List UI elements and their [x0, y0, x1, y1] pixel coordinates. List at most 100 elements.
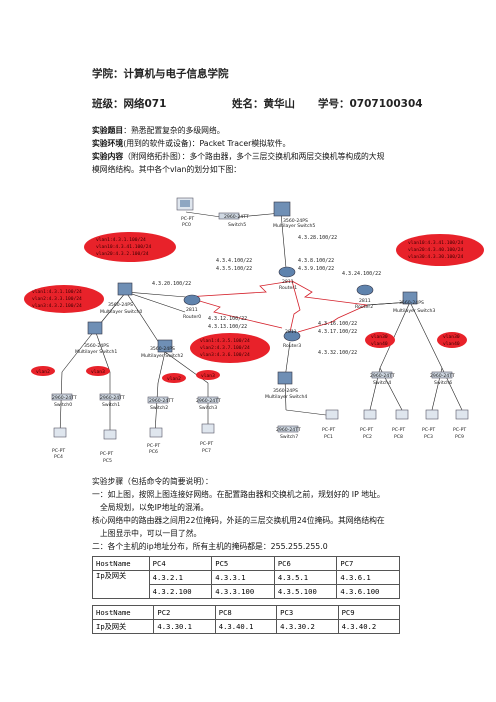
- vlan-tag-switch1: vlan3: [86, 366, 110, 376]
- switch1-name: Switch1: [102, 402, 120, 408]
- switch5-icon[interactable]: 2960-24TT Switch5: [218, 212, 249, 228]
- switch6-icon[interactable]: 2960-24TT Switch6: [430, 371, 455, 386]
- table-cell: 4.3.3.1: [211, 570, 275, 585]
- content-line-2: 模网络结构。其中各个vlan的划分如下图：: [92, 165, 242, 174]
- switch1-icon[interactable]: 2960-24TT Switch1: [99, 393, 125, 408]
- router2-icon[interactable]: 2811 Router2: [355, 284, 374, 310]
- multilayer-switch3-icon[interactable]: 3560-24PS Multilayer Switch3: [393, 291, 435, 314]
- link-label: 4.3.13.100/22: [208, 324, 247, 330]
- mswitch5-model: 3560-24PS: [283, 218, 308, 224]
- step1-line-c: 核心网络中的路由器之间用22位掩码，外延的三层交换机用24位掩码。其网络结构在: [92, 516, 385, 525]
- college-line: 学院：计算机与电子信息学院: [92, 66, 229, 81]
- switch3-icon[interactable]: 2960-24TT Switch3: [196, 396, 221, 411]
- svg-text:vlan3: vlan3: [91, 369, 105, 375]
- multilayer-switch0-icon[interactable]: 3560-24PS Multilayer Switch0: [100, 282, 142, 315]
- mswitch0-name: Multilayer Switch0: [100, 309, 142, 315]
- table-cell: 4.3.40.2: [337, 619, 401, 634]
- link-labels: 4.3.28.100/22 4.3.4.100/22 4.3.5.100/22 …: [152, 235, 381, 356]
- svg-text:vlan2:4.3.7.100/24: vlan2:4.3.7.100/24: [200, 345, 250, 351]
- router3-name: Router3: [283, 343, 301, 349]
- router1-model: 2811: [282, 279, 294, 285]
- pc1-name: PC1: [324, 434, 333, 440]
- switch2-icon[interactable]: 2960-24TT Switch2: [147, 396, 174, 411]
- vlan-bubble-3: vlan1:4.3.5.100/24 vlan2:4.3.7.100/24 vl…: [190, 333, 270, 363]
- switch0-icon[interactable]: 2960-24TT Switch0: [51, 393, 77, 408]
- vlan-bubble-2: vlan1:4.3.1.100/24 vlan2:4.3.3.100/24 vl…: [24, 285, 104, 313]
- step1-line-a: 一：如上图，按照上图连接好网络。在配置路由器和交换机之前，规划好的 IP 地址。: [92, 490, 385, 499]
- pc5-icon[interactable]: PC-PT PC5: [100, 429, 117, 464]
- router0-icon[interactable]: 2811 Router0: [183, 294, 201, 320]
- multilayer-switch4-icon[interactable]: 3560-24PS Multilayer Switch4: [265, 371, 307, 400]
- switch7-icon[interactable]: 2960-24TT Switch7: [276, 425, 301, 440]
- pc0-icon[interactable]: PC-PT PC0: [176, 197, 194, 228]
- pc8-name: PC8: [394, 434, 403, 440]
- pc1-model: PC-PT: [322, 427, 335, 433]
- svg-text:vlan30: vlan30: [371, 334, 388, 340]
- pc5-model: PC-PT: [100, 451, 113, 457]
- pc4-icon[interactable]: PC-PT PC4: [52, 427, 67, 460]
- table-cell: PC6: [273, 556, 338, 571]
- switch3-model: 2960-24TT: [196, 398, 221, 404]
- mswitch1-model: 3560-24PS: [84, 343, 109, 349]
- host-ip-table-1: HostName PC4 PC5 PC6 PC7 Ip及网关 4.3.2.1 4…: [92, 556, 400, 599]
- switch4-icon[interactable]: 2960-24TT Switch4: [370, 371, 395, 386]
- pc4-model: PC-PT: [52, 448, 65, 454]
- pc4-name: PC4: [54, 454, 63, 460]
- pc7-name: PC7: [202, 448, 211, 454]
- table-cell: PC8: [214, 605, 278, 620]
- pc8-icon[interactable]: PC-PT PC8: [392, 409, 409, 440]
- table-row: Ip及网关 4.3.30.1 4.3.40.1 4.3.30.2 4.3.40.…: [91, 619, 401, 634]
- router0-model: 2811: [186, 307, 198, 313]
- link-label: 4.3.4.100/22: [216, 258, 252, 264]
- content-line: 实验内容（附网络拓扑图）：多个路由器，多个三层交换机和两层交换机等构成的大规: [92, 150, 472, 163]
- pc9-icon[interactable]: PC-PT PC9: [453, 409, 469, 440]
- class-value: 网络071: [123, 98, 167, 110]
- svg-text:vlan1:4.3.1.100/24: vlan1:4.3.1.100/24: [96, 237, 146, 243]
- switch4-name: Switch4: [373, 380, 391, 386]
- link-label: 4.3.9.100/22: [298, 266, 334, 272]
- pc1-icon[interactable]: PC-PT PC1: [322, 409, 339, 440]
- switch2-model: 2960-24TT: [149, 398, 174, 404]
- vlan-tag-switch3: vlan3: [196, 370, 220, 380]
- pc2-icon[interactable]: PC-PT PC2: [360, 409, 377, 440]
- table-cell: PC2: [153, 605, 216, 620]
- router3-model: 2811: [285, 329, 297, 335]
- step1-line-d: 上图显示中，可以一目了然。: [100, 529, 202, 538]
- multilayer-switch5-icon[interactable]: 3560-24PS Multilayer Switch5: [273, 201, 315, 229]
- router3-icon[interactable]: 2811 Router3: [283, 329, 301, 349]
- pc6-icon[interactable]: PC-PT PC6: [147, 427, 163, 455]
- env-text: (用到的软件或设备)：Packet Tracer模拟软件。: [123, 139, 291, 148]
- class-label: 班级：: [92, 98, 124, 110]
- pc9-name: PC9: [455, 434, 464, 440]
- pc3-icon[interactable]: PC-PT PC3: [422, 409, 439, 440]
- vlan-bubble-4: vlan10:4.3.41.100/24 vlan20:4.3.40.100/2…: [396, 234, 484, 266]
- mswitch3-model: 3560-24PS: [399, 300, 424, 306]
- router1-icon[interactable]: 2811 Router1: [278, 266, 297, 291]
- table-cell: PC9: [337, 605, 401, 620]
- link-label: 4.3.8.100/22: [298, 258, 334, 264]
- intro-block: 实验题目：熟悉配置复杂的多级网络。 实验环境(用到的软件或设备)：Packet …: [92, 124, 472, 176]
- pc7-icon[interactable]: PC-PT PC7: [200, 423, 215, 454]
- svg-text:vlan1:4.3.1.100/24: vlan1:4.3.1.100/24: [32, 289, 82, 295]
- network-topology-diagram: PC-PT PC0 2960-24TT Switch5 3560-24PS Mu…: [24, 197, 484, 464]
- table-cell: 4.3.2.100: [148, 584, 213, 599]
- mswitch5-name: Multilayer Switch5: [273, 223, 315, 229]
- pc5-name: PC5: [103, 458, 112, 464]
- name-value: 黄华山: [263, 98, 296, 110]
- svg-text:vlan2: vlan2: [36, 369, 50, 375]
- college-value: 计算机与电子信息学院: [123, 68, 229, 80]
- vlan-tag-switch6: vlan30 vlan40: [437, 332, 467, 348]
- table-row: 4.3.2.100 4.3.3.100 4.3.5.100 4.3.6.100: [93, 584, 400, 599]
- svg-text:vlan3:4.3.6.100/24: vlan3:4.3.6.100/24: [200, 352, 250, 358]
- link-label: 4.3.32.100/22: [318, 350, 357, 356]
- vlan-tag-switch0: vlan2: [31, 366, 55, 376]
- svg-text:vlan2:4.3.3.100/24: vlan2:4.3.3.100/24: [32, 296, 82, 302]
- multilayer-switch2-icon[interactable]: 3560-24PS Multilayer Switch2: [141, 339, 183, 359]
- steps-heading: 实验步骤（包括命令的简要说明）：: [92, 477, 213, 486]
- multilayer-switch1-icon[interactable]: 3560-24PS Multilayer Switch1: [75, 321, 117, 355]
- step2-line: 二：各个主机的ip地址分布，所有主机的掩码都是：255.255.255.0: [92, 542, 328, 551]
- switch1-model: 2960-24TT: [100, 395, 125, 401]
- id-value: 0707100304: [349, 98, 423, 110]
- id-line: 学号：0707100304: [318, 96, 423, 111]
- serial-links: [185, 280, 368, 333]
